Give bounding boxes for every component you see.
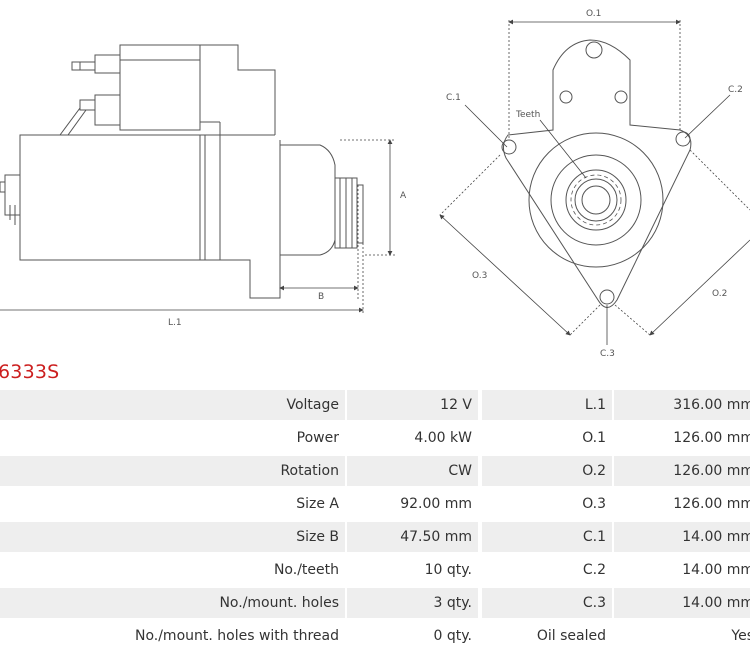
- teeth-label: Teeth: [515, 110, 540, 120]
- spec-value: 4.00 kW: [414, 430, 472, 446]
- spec-value: CW: [347, 456, 478, 486]
- spec-value: 10 qty.: [424, 562, 472, 578]
- dimension-o3-label: O.3: [472, 271, 487, 281]
- spec-label: Rotation: [0, 456, 345, 486]
- pinion-teeth: [570, 174, 622, 226]
- dimension-a-label: A: [400, 191, 407, 201]
- dimension-c2-label: C.2: [728, 85, 743, 95]
- spec-label: O.3: [582, 496, 606, 512]
- dimension-o2-label: O.2: [712, 289, 727, 299]
- spec-label: Power: [296, 430, 339, 446]
- spec-row: No./mount. holes 3 qty. C.3 14.00 mm: [0, 588, 750, 618]
- spec-value: 3 qty.: [347, 588, 478, 618]
- spec-value: 126.00 mm: [673, 430, 750, 446]
- spec-value: 126.00 mm: [673, 496, 750, 512]
- spec-row: Rotation CW O.2 126.00 mm: [0, 456, 750, 486]
- spec-value: 14.00 mm: [614, 522, 750, 552]
- spec-row: No./mount. holes with thread 0 qty. Oil …: [0, 621, 750, 651]
- dimension-c3-label: C.3: [600, 349, 615, 359]
- spec-value: 14.00 mm: [682, 562, 750, 578]
- technical-drawing: A B L.1: [0, 9, 750, 359]
- spec-label: Oil sealed: [536, 628, 606, 644]
- spec-value: Yes: [731, 628, 750, 644]
- spec-row: No./teeth 10 qty. C.2 14.00 mm: [0, 555, 750, 585]
- dimension-l1-label: L.1: [168, 318, 182, 328]
- dimension-b-label: B: [318, 292, 324, 302]
- spec-value: 47.50 mm: [347, 522, 478, 552]
- front-view: [501, 39, 692, 308]
- spec-value: 126.00 mm: [614, 456, 750, 486]
- spec-label: Voltage: [0, 390, 345, 420]
- spec-label: Size B: [0, 522, 345, 552]
- spec-label: C.1: [482, 522, 612, 552]
- part-number-title: 6333S: [0, 361, 60, 383]
- spec-row: Size A 92.00 mm O.3 126.00 mm: [0, 489, 750, 519]
- side-view-dimensions: [0, 139, 395, 315]
- spec-label: No./mount. holes: [0, 588, 345, 618]
- spec-label: No./teeth: [273, 562, 339, 578]
- spec-value: 0 qty.: [433, 628, 472, 644]
- spec-row: Size B 47.50 mm C.1 14.00 mm: [0, 522, 750, 552]
- spec-label: L.1: [482, 390, 612, 420]
- spec-label: O.1: [582, 430, 606, 446]
- side-view: [0, 44, 364, 299]
- dimension-o1-label: O.1: [586, 9, 601, 19]
- spec-value: 14.00 mm: [614, 588, 750, 618]
- spec-label: O.2: [482, 456, 612, 486]
- spec-value: 316.00 mm: [614, 390, 750, 420]
- spec-value: 12 V: [347, 390, 478, 420]
- spec-label: No./mount. holes with thread: [134, 628, 339, 644]
- spec-label: C.3: [482, 588, 612, 618]
- dimension-c1-label: C.1: [446, 93, 461, 103]
- spec-row: Voltage 12 V L.1 316.00 mm: [0, 390, 750, 420]
- front-view-dimensions: [439, 19, 750, 345]
- spec-value: 92.00 mm: [400, 496, 472, 512]
- spec-row: Power 4.00 kW O.1 126.00 mm: [0, 423, 750, 453]
- spec-label: Size A: [296, 496, 339, 512]
- spec-label: C.2: [582, 562, 606, 578]
